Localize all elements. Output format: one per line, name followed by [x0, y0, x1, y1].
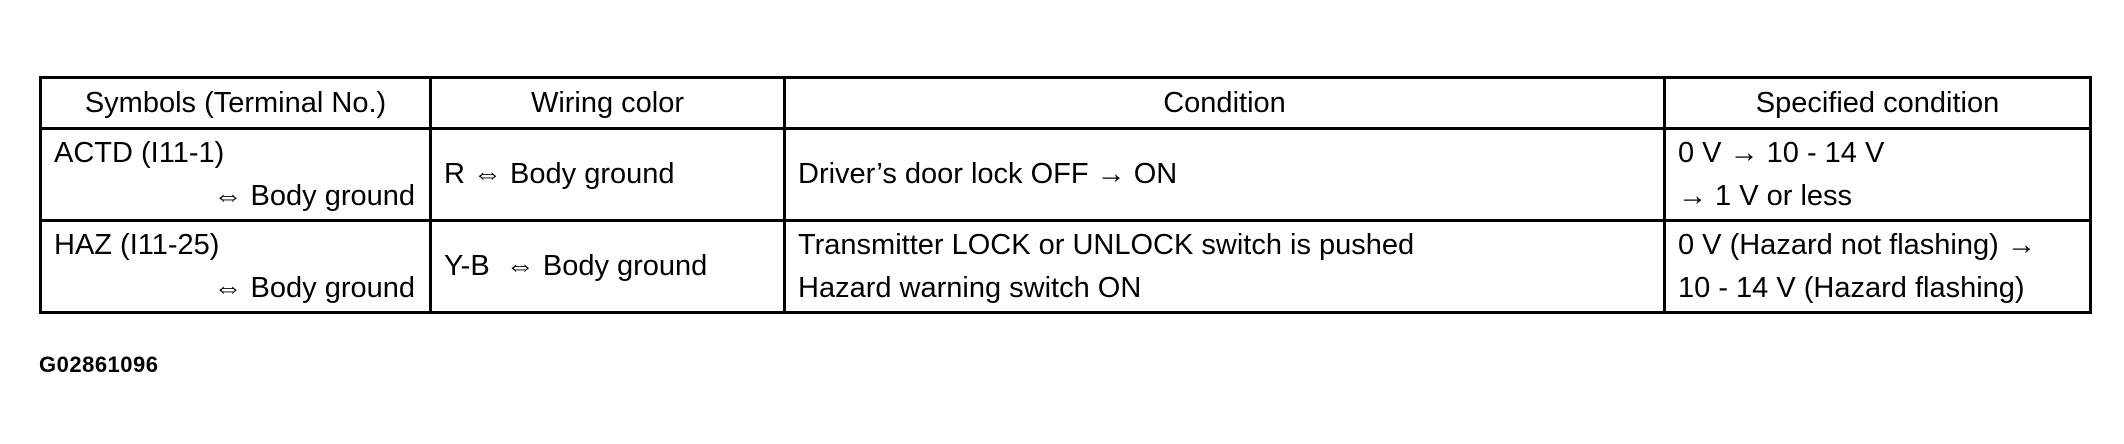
condition-cell: Transmitter LOCK or UNLOCK switch is pus… [783, 219, 1666, 314]
table-row: HAZ (I11-25) ⇔ Body ground Y-B ⇔ Body gr… [39, 219, 2092, 314]
terminal-spec-table: Symbols (Terminal No.) Wiring color Cond… [39, 76, 2092, 314]
header-specified-condition: Specified condition [1663, 76, 2092, 130]
table-row: ACTD (I11-1) ⇔ Body ground R ⇔ Body grou… [39, 127, 2092, 222]
condition-line: Hazard warning switch ON [798, 271, 1142, 304]
condition-cell: Driver’s door lock OFF → ON [783, 127, 1666, 222]
symbol-ground: ⇔ Body ground [213, 271, 415, 304]
symbol-cell: HAZ (I11-25) ⇔ Body ground [39, 219, 432, 314]
condition-line: Transmitter LOCK or UNLOCK switch is pus… [798, 228, 1415, 261]
condition-line: Driver’s door lock OFF → ON [798, 158, 1178, 190]
table-header-row: Symbols (Terminal No.) Wiring color Cond… [39, 76, 2092, 130]
specified-line: 10 - 14 V (Hazard flashing) [1678, 271, 2025, 304]
specified-line: → 1 V or less [1678, 179, 1853, 212]
header-symbols: Symbols (Terminal No.) [39, 76, 432, 130]
symbol-cell: ACTD (I11-1) ⇔ Body ground [39, 127, 432, 222]
specified-line: 0 V (Hazard not flashing) → [1678, 228, 2036, 261]
symbol-ground: ⇔ Body ground [213, 179, 415, 212]
specified-condition-cell: 0 V → 10 - 14 V → 1 V or less [1663, 127, 2092, 222]
specified-condition-cell: 0 V (Hazard not flashing) → 10 - 14 V (H… [1663, 219, 2092, 314]
figure-code: G02861096 [39, 352, 159, 377]
symbol-terminal: HAZ (I11-25) [54, 228, 220, 261]
symbol-terminal: ACTD (I11-1) [54, 136, 225, 169]
specified-line: 0 V → 10 - 14 V [1678, 136, 1885, 169]
wiring-color-value: R ⇔ Body ground [444, 158, 675, 190]
wiring-color-cell: R ⇔ Body ground [429, 127, 786, 222]
wiring-color-value: Y-B ⇔ Body ground [444, 250, 708, 282]
header-condition: Condition [783, 76, 1666, 130]
header-wiring-color: Wiring color [429, 76, 786, 130]
wiring-color-cell: Y-B ⇔ Body ground [429, 219, 786, 314]
